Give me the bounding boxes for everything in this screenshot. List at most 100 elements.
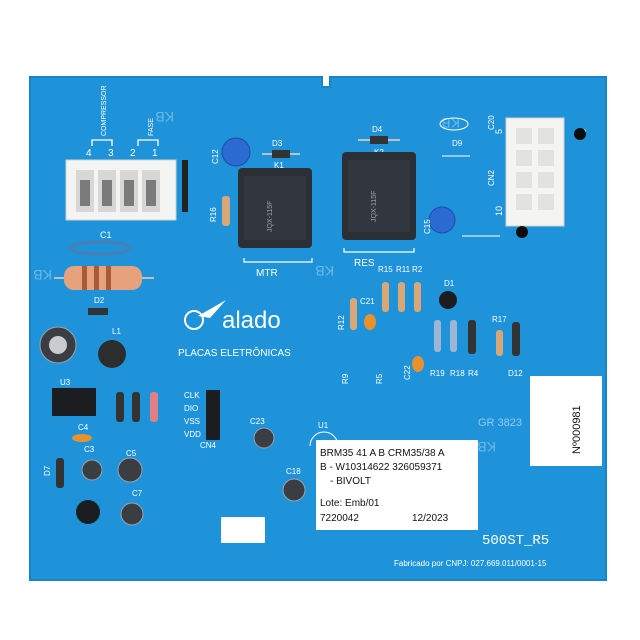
capacitor-c7 <box>120 502 144 526</box>
cn2-hole-2 <box>516 226 528 238</box>
r19-label: R19 <box>430 369 445 378</box>
c7-label: C7 <box>132 489 143 498</box>
resistor-mid-1 <box>434 320 441 352</box>
brand-name: alado <box>222 307 281 334</box>
serial-sticker: Nº000981 <box>530 376 602 466</box>
capacitor-c12 <box>221 137 251 167</box>
capacitor-c18 <box>282 478 306 502</box>
kb-mark-2: KB <box>315 263 334 279</box>
resistor-r12 <box>350 298 357 330</box>
relay-k2: JQX-115F <box>342 152 416 240</box>
diode-left-2 <box>132 392 140 422</box>
c23-label: C23 <box>250 417 265 426</box>
d9-label: D9 <box>452 139 463 148</box>
dio-label: DIO <box>184 404 198 413</box>
c3-label: C3 <box>84 445 95 454</box>
r4-label: R4 <box>468 369 479 378</box>
d7-label: D7 <box>43 465 52 476</box>
label-line2: B - W10314622 326059371 <box>320 462 443 473</box>
diode-d4 <box>370 136 388 144</box>
r15-label: R15 <box>378 265 393 274</box>
manufacturer-text: Fabricado por CNPJ: 027.669.011/0001-15 <box>394 559 547 568</box>
d9-outline <box>439 117 469 131</box>
regulator <box>76 500 100 524</box>
r5-label: R5 <box>375 373 384 384</box>
u1-label: U1 <box>318 421 329 430</box>
kb-mark-5: KB <box>477 439 496 455</box>
d2-label: D2 <box>94 296 105 305</box>
d1-label: D1 <box>444 279 455 288</box>
cn2-label: CN2 <box>487 169 496 186</box>
compressor-connector <box>65 159 177 221</box>
clk-label: CLK <box>184 391 200 400</box>
diode-r4 <box>468 320 476 354</box>
pin-number-4: 4 <box>86 148 92 159</box>
resistor-r17 <box>496 330 503 356</box>
resistor-r2 <box>414 282 421 312</box>
r9-label: R9 <box>341 373 350 384</box>
c1-label: C1 <box>100 230 112 240</box>
connector-slot <box>182 160 188 212</box>
diode-d2 <box>88 308 108 315</box>
cn4-label: CN4 <box>200 441 217 450</box>
res-bracket <box>343 248 415 253</box>
capacitor-c1 <box>68 240 132 256</box>
c18-label: C18 <box>286 467 301 476</box>
bottom-white-pad <box>221 517 265 543</box>
d12-label: D12 <box>508 369 523 378</box>
mtr-label: MTR <box>256 268 278 279</box>
pin-number-2: 2 <box>130 148 136 159</box>
diode-left-1 <box>116 392 124 422</box>
diode-d3 <box>272 150 290 158</box>
l1-label: L1 <box>112 327 121 336</box>
capacitor-c4 <box>72 434 92 442</box>
capacitor-c22 <box>412 356 424 372</box>
r18-label: R18 <box>450 369 465 378</box>
c4-label: C4 <box>78 423 89 432</box>
cn2-pin-10: 10 <box>494 206 504 216</box>
r2-label: R2 <box>412 265 423 274</box>
resistor-r16 <box>222 196 230 226</box>
resistor-mid-2 <box>450 320 457 352</box>
label-date: 12/2023 <box>412 513 449 524</box>
vss-label: VSS <box>184 417 200 426</box>
kb-mark-4: KB <box>33 267 52 283</box>
r16-label: R16 <box>209 207 218 222</box>
relay-k2-text: JQX-115F <box>371 191 378 222</box>
pin-number-1: 1 <box>152 148 158 159</box>
capacitor-c23 <box>253 427 275 449</box>
pin-number-3: 3 <box>108 148 114 159</box>
cn2-connector <box>505 117 565 227</box>
power-resistor <box>54 266 154 290</box>
k1-label: K1 <box>274 161 284 170</box>
label-lote: Lote: Emb/01 <box>320 498 380 509</box>
d4-label: D4 <box>372 125 383 134</box>
serial-number: Nº000981 <box>571 405 583 454</box>
relay-k1: JQX-115F <box>238 168 312 248</box>
u3-label: U3 <box>60 378 71 387</box>
label-line3: - BIVOLT <box>330 476 371 487</box>
label-code: 7220042 <box>320 513 359 524</box>
transistor-d1 <box>439 291 457 309</box>
inductor-l1 <box>98 340 126 368</box>
relay-k1-text: JQX-115F <box>267 201 274 232</box>
c5-label: C5 <box>126 449 137 458</box>
diode-d12 <box>512 322 520 356</box>
capacitor-c5 <box>117 457 143 483</box>
c12-label: C12 <box>211 149 220 164</box>
diode-left-3 <box>150 392 158 422</box>
res-label: RES <box>354 258 375 269</box>
capacitor-c15 <box>428 206 456 234</box>
alado-logo <box>184 300 226 330</box>
label-line1: BRM35 41 A B CRM35/38 A <box>320 448 445 459</box>
kb-mark-1: KB <box>155 109 174 125</box>
mtr-bracket <box>243 258 313 263</box>
fase-label: FASE <box>148 118 155 136</box>
c21-label: C21 <box>360 297 375 306</box>
r12-label: R12 <box>337 315 346 330</box>
resistor-r11 <box>398 282 405 312</box>
c22-label: C22 <box>403 365 412 380</box>
product-label: BRM35 41 A B CRM35/38 A B - W10314622 32… <box>316 440 478 530</box>
capacitor-c21 <box>364 314 376 330</box>
